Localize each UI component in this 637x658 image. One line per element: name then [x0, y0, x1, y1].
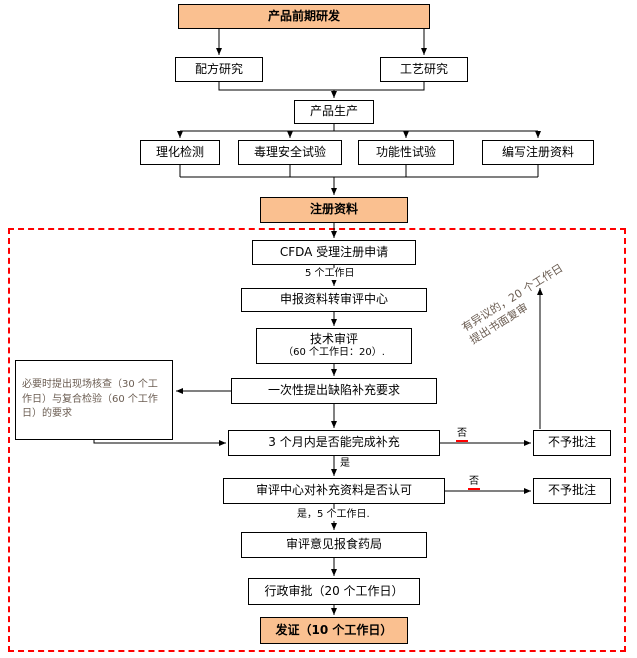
node-toxicology-test: 毒理安全试验	[238, 140, 342, 165]
label-yes-1: 是	[339, 458, 351, 470]
node-tech-review: 技术审评 （60 个工作日：20）.	[256, 328, 412, 364]
node-production: 产品生产	[294, 100, 374, 124]
node-issue-certificate: 发证（10 个工作日）	[260, 617, 408, 644]
node-reject-2: 不予批注	[533, 478, 611, 504]
node-cfda-accept: CFDA 受理注册申请	[252, 240, 416, 265]
node-admin-approval: 行政审批（20 个工作日）	[248, 578, 420, 605]
node-center-recognize-question: 审评中心对补充资料是否认可	[223, 478, 445, 504]
node-functional-test: 功能性试验	[358, 140, 454, 165]
node-transfer-review-center: 申报资料转审评中心	[241, 288, 427, 312]
node-reject-1: 不予批注	[533, 430, 611, 456]
node-compile-dossier: 编写注册资料	[482, 140, 594, 165]
label-no-2: 否	[468, 476, 480, 490]
node-product-predev: 产品前期研发	[178, 4, 430, 29]
label-no-1: 否	[456, 428, 468, 442]
tech-review-title: 技术审评	[309, 332, 358, 347]
node-report-bureau: 审评意见报食药局	[241, 532, 427, 558]
node-registration-dossier: 注册资料	[260, 197, 408, 223]
node-physchem-test: 理化检测	[140, 140, 220, 165]
node-formula-research: 配方研究	[175, 57, 263, 82]
label-yes-5-working-days: 是，5 个工作日.	[296, 509, 371, 521]
review-phase-dashed-frame	[8, 228, 626, 652]
tech-review-duration: （60 个工作日：20）.	[283, 347, 385, 359]
node-three-month-question: 3 个月内是否能完成补充	[228, 430, 440, 456]
node-process-research: 工艺研究	[380, 57, 468, 82]
node-onsite-check-note: 必要时提出现场核查（30 个工作日）与复合检验（60 个工作日）的要求	[15, 360, 173, 440]
label-5-working-days: 5 个工作日	[304, 268, 356, 280]
node-defect-supplement-request: 一次性提出缺陷补充要求	[231, 378, 437, 404]
